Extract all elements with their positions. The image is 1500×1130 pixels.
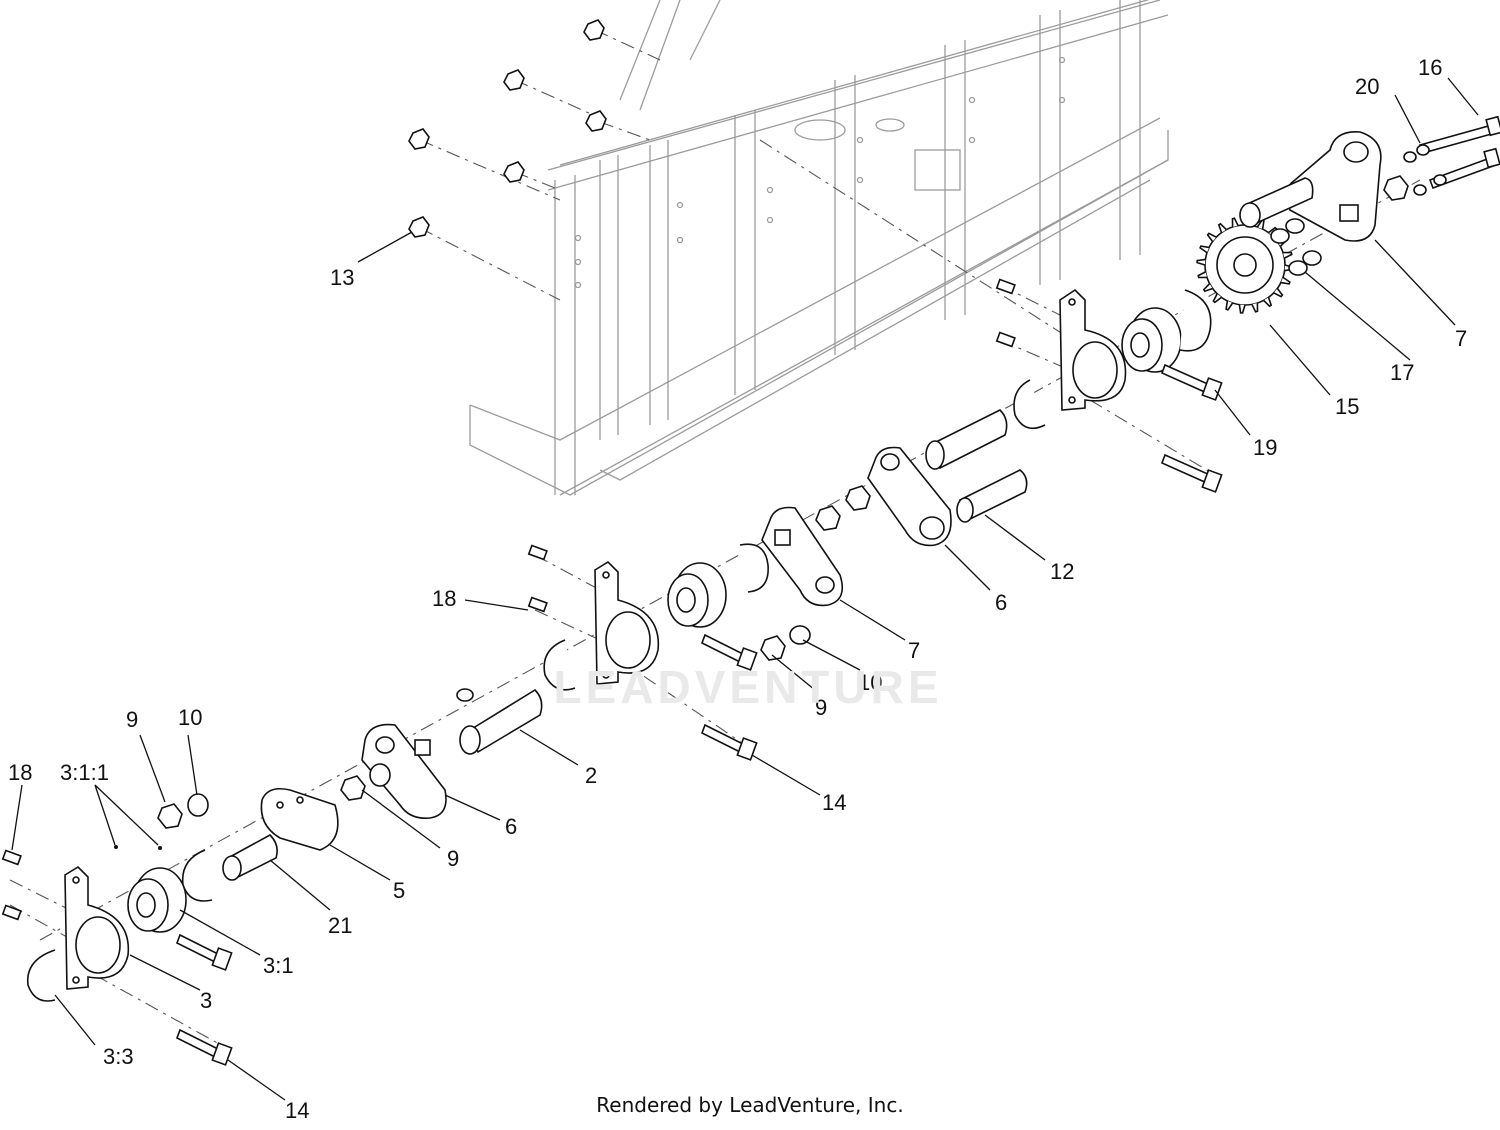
right-bearing-bracket (1059, 288, 1127, 411)
left-snap-ring-2 (181, 849, 213, 902)
sprocket-tooth (1217, 222, 1227, 233)
sprocket-tooth (1202, 283, 1213, 293)
shaft-21 (222, 834, 278, 881)
callout-13: 13 (330, 265, 354, 290)
middle-bearing-bracket (594, 560, 660, 685)
middle-shaft (925, 409, 1028, 523)
middle-nuts (815, 485, 871, 531)
callout-17: 17 (1390, 360, 1414, 385)
sprocket-tooth (1273, 288, 1284, 298)
callout-3: 3 (200, 988, 212, 1013)
sprocket-tooth (1280, 276, 1291, 285)
callout-3-1: 3:1 (263, 953, 294, 978)
sprocket-tooth (1197, 271, 1208, 279)
sprocket-tooth (1251, 302, 1259, 313)
frame-nuts (408, 19, 661, 301)
frame-holes (574, 56, 1066, 289)
callout-5: 5 (393, 878, 405, 903)
sprocket-tooth (1196, 258, 1206, 266)
pins-18 (1, 849, 22, 921)
sprocket-tooth (1225, 300, 1234, 311)
right-tube (1239, 177, 1314, 228)
callout-7-middle: 7 (908, 638, 920, 663)
callout-18-left: 18 (8, 760, 32, 785)
callout-18-middle: 18 (432, 586, 456, 611)
sprocket-tooth (1238, 304, 1246, 314)
callout-15: 15 (1335, 394, 1359, 419)
sprocket-tooth (1263, 297, 1273, 308)
callout-6-middle: 6 (995, 590, 1007, 615)
watermark: LEADVENTURE (553, 661, 943, 713)
sprocket-tooth (1212, 293, 1222, 304)
right-bearing (1121, 307, 1182, 373)
bearing-3-1 (127, 867, 187, 933)
callout-10-middle: 10 (858, 670, 882, 695)
callout-2: 2 (585, 763, 597, 788)
callout-3-3: 3:3 (103, 1044, 134, 1069)
left-washers-9-10 (157, 793, 209, 829)
callout-20: 20 (1355, 74, 1379, 99)
middle-bolts-14 (700, 633, 758, 761)
callout-9-left: 9 (447, 846, 459, 871)
right-spacers-17 (1270, 218, 1322, 276)
shaft-2 (456, 688, 543, 755)
right-pins (995, 278, 1016, 348)
middle-washers-9-10 (760, 625, 811, 661)
sprocket-tooth (1282, 251, 1293, 259)
middle-bearing (667, 562, 727, 628)
bolts-14-left (175, 933, 233, 1066)
footer-credit: Rendered by LeadVenture, Inc. (596, 1093, 904, 1117)
snap-ring-3-3 (26, 949, 56, 1002)
callout-16: 16 (1418, 55, 1442, 80)
frame-assembly (469, 0, 1169, 496)
left-plate-6 (361, 723, 447, 820)
right-bolt-19 (1160, 363, 1223, 493)
callout-labels: 13 16 20 7 17 15 19 12 6 7 10 9 18 2 14 … (8, 55, 1467, 1123)
sprocket-tooth (1206, 232, 1217, 242)
dots-3-1-1 (114, 845, 162, 850)
callout-6-left: 6 (505, 814, 517, 839)
callout-9-middle: 9 (815, 695, 827, 720)
callout-14-left: 14 (285, 1098, 309, 1123)
middle-pins-18 (527, 544, 548, 613)
left-snap-ring (543, 639, 576, 691)
leader-lines (11, 77, 1479, 1101)
callout-3-1-1: 3:1:1 (60, 760, 109, 785)
sprocket-tooth (1231, 217, 1239, 228)
callout-21: 21 (328, 913, 352, 938)
middle-snap-ring (739, 543, 769, 593)
callout-14-middle: 14 (822, 790, 846, 815)
callout-12: 12 (1050, 559, 1074, 584)
sprocket-tooth (1199, 245, 1210, 254)
right-bolts-16 (1383, 115, 1500, 201)
right-snap-rings (1013, 289, 1212, 430)
callout-19: 19 (1253, 435, 1277, 460)
callout-7-right: 7 (1455, 326, 1467, 351)
bracket-3 (64, 865, 130, 990)
callout-9-far-left: 9 (126, 707, 138, 732)
plate-5 (260, 787, 339, 851)
middle-plate-6 (867, 446, 952, 547)
middle-plate-7 (761, 506, 844, 607)
callout-10-left: 10 (178, 705, 202, 730)
left-nuts-9 (340, 763, 391, 801)
